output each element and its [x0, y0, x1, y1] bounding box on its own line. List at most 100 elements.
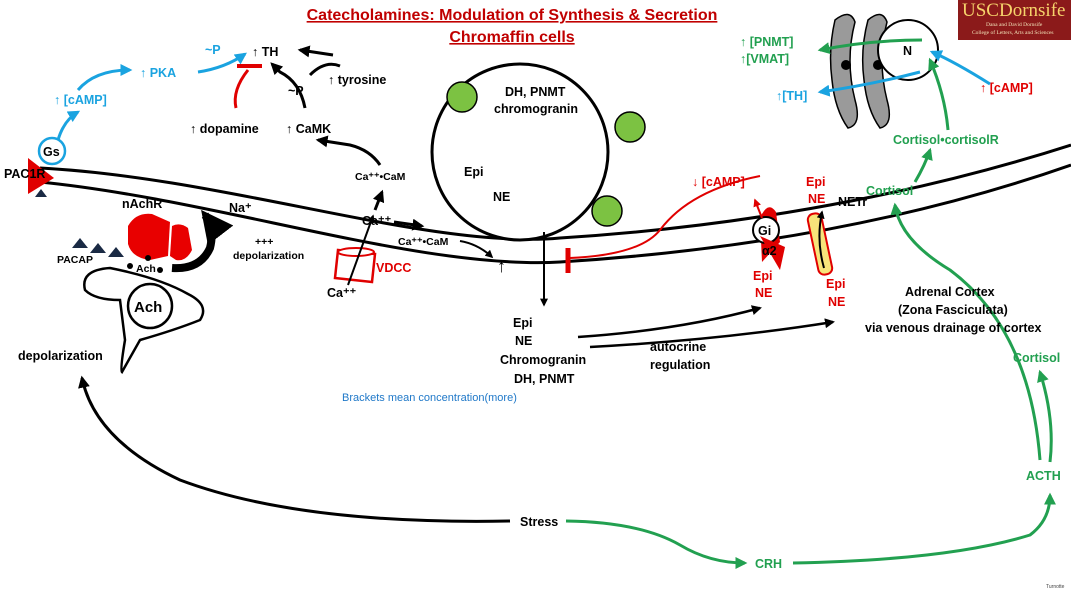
sec-epi-label: Epi	[513, 316, 532, 330]
nachr-channel-icon	[128, 213, 192, 261]
pac1r-receptor-icon	[28, 158, 54, 194]
camp-to-nucleus-arrow	[929, 50, 991, 86]
sec-dh-label: DH, PNMT	[514, 372, 575, 386]
ne-netr-label: NE	[828, 295, 845, 309]
autocrine-arrow-netr	[589, 318, 835, 349]
autocrine-label1: autocrine	[650, 340, 706, 354]
pka-to-th-arrow	[197, 52, 247, 74]
gs-protein-icon	[37, 136, 67, 166]
title-line2: Chromaffin cells	[449, 29, 574, 46]
crh-label: CRH	[755, 557, 782, 571]
ach-vesicle-icon	[126, 282, 174, 330]
usc-dornsife-logo: USCDornsife Dana and David Dornsife Coll…	[958, 0, 1071, 40]
depolarization-bottom-label: depolarization	[18, 349, 103, 363]
tyrosine-stem	[308, 62, 341, 77]
depol-plus-label: +++	[255, 236, 273, 248]
autocrine-arrow-a2	[577, 305, 762, 339]
cortex-cortisol-arrow	[890, 202, 1042, 461]
pacap-triangle-icon	[90, 243, 106, 253]
nucleus-label: N	[903, 44, 912, 58]
credit-label: Turnotte	[1046, 584, 1065, 590]
camp-to-pka-arrow	[76, 64, 133, 92]
pac1r-label: PAC1R	[4, 167, 45, 181]
pka-label: ↑ PKA	[140, 66, 176, 80]
netr-reuptake-arrow	[816, 210, 825, 269]
gs-label: Gs	[43, 145, 60, 159]
gi-to-camp-arrow	[753, 198, 763, 219]
cacam-to-camk-arrow	[315, 135, 382, 166]
na-label: Na⁺	[229, 201, 252, 215]
sec-chromo-label: Chromogranin	[500, 353, 586, 367]
epi-top-label: Epi	[806, 175, 825, 189]
dopamine-label: ↑ dopamine	[190, 122, 259, 136]
dopamine-inhibit-line	[233, 69, 250, 109]
epi-netr-label: Epi	[826, 277, 845, 291]
pacap-triangle-icon	[72, 238, 88, 248]
sec-ne-label: NE	[515, 334, 532, 348]
crh-to-acth-arrow	[792, 492, 1056, 565]
acth-label: ACTH	[1026, 469, 1061, 483]
vesicle-ne-label: NE	[493, 190, 510, 204]
ca-bottom-label: Ca⁺⁺	[327, 286, 357, 300]
vesicle-epi-label: Epi	[464, 165, 483, 179]
adrenal-line3-label: via venous drainage of cortex	[865, 321, 1041, 335]
camp-up-left-label: ↑ [cAMP]	[54, 93, 107, 107]
vesicle-line2-label: chromogranin	[494, 102, 578, 116]
title-line1: Catecholamines: Modulation of Synthesis …	[307, 7, 718, 24]
epi-a2-label: Epi	[753, 269, 772, 283]
release-up-arrow: ↑	[497, 256, 506, 276]
logo-sub2: College of Letters, Arts and Sciences	[972, 30, 1054, 36]
cortisol-right-label: Cortisol	[1013, 351, 1060, 365]
cortisol-r-label: Cortisol•cortisolR	[893, 133, 999, 147]
camp-up-right-label: ↑ [cAMP]	[980, 81, 1033, 95]
ca-to-cacam-right-arrow	[393, 218, 425, 231]
ca-to-cacam-top-arrow	[372, 189, 385, 211]
ach-dot-icon	[127, 263, 133, 269]
tyrosine-to-th-arrow	[297, 45, 334, 58]
th-right-label: ↑[TH]	[776, 89, 807, 103]
cortisol-to-receptor-arrow	[913, 147, 933, 183]
stress-to-crh-arrow	[565, 519, 748, 569]
alpha2-receptor-icon	[760, 236, 785, 270]
alpha2-label: α2	[762, 244, 777, 258]
logo-name: Dornsife	[998, 0, 1066, 21]
pacap-label: PACAP	[57, 254, 93, 266]
nucleus-to-pnmt-arrow	[817, 38, 923, 55]
nucleus-to-th-arrow	[817, 70, 921, 97]
ach-dot-icon	[157, 267, 163, 273]
brackets-note: Brackets mean concentration(more)	[342, 392, 517, 404]
adrenal-line2-label: (Zona Fasciculata)	[898, 303, 1008, 317]
ne-a2-label: NE	[755, 286, 772, 300]
stress-label: Stress	[520, 515, 558, 529]
ca-cam-top-label: Ca⁺⁺•CaM	[355, 171, 406, 183]
a2-inhibit-line	[569, 175, 761, 259]
camp-down-label: ↓ [cAMP]	[692, 175, 745, 189]
vesicle-protein-icon	[591, 195, 623, 227]
tyrosine-label: ↑ tyrosine	[328, 73, 386, 87]
na-influx-arrow	[171, 209, 234, 273]
pnmt-label: ↑ [PNMT]	[740, 35, 793, 49]
cortisol-mid-label: Cortisol	[866, 184, 913, 198]
camk-to-th-arrow	[270, 62, 307, 109]
autocrine-label2: regulation	[650, 358, 710, 372]
p-left-label: ~P	[205, 43, 221, 57]
cacam-to-release-arrow	[459, 240, 494, 259]
netr-label: NETr	[838, 195, 867, 209]
ca-mid-label: Ca⁺⁺	[362, 214, 392, 228]
chromaffin-vesicle	[430, 62, 610, 242]
gs-to-camp-arrow	[56, 110, 81, 141]
ca-influx-arrow	[347, 214, 375, 286]
cortisolr-to-nucleus-arrow	[928, 57, 950, 131]
logo-prefix: USC	[962, 0, 999, 21]
ne-top-label: NE	[808, 192, 825, 206]
vesicle-protein-icon	[446, 81, 478, 113]
stress-to-depolarization-arrow	[78, 375, 511, 523]
nucleus-er-group	[829, 13, 939, 129]
acth-to-cortisol-arrow	[1037, 369, 1053, 463]
logo-sub1: Dana and David Dornsife	[986, 22, 1043, 28]
pacap-triangle-icon	[108, 247, 124, 257]
pacap-triangle-icon	[35, 189, 47, 197]
pacap-group	[72, 238, 124, 257]
